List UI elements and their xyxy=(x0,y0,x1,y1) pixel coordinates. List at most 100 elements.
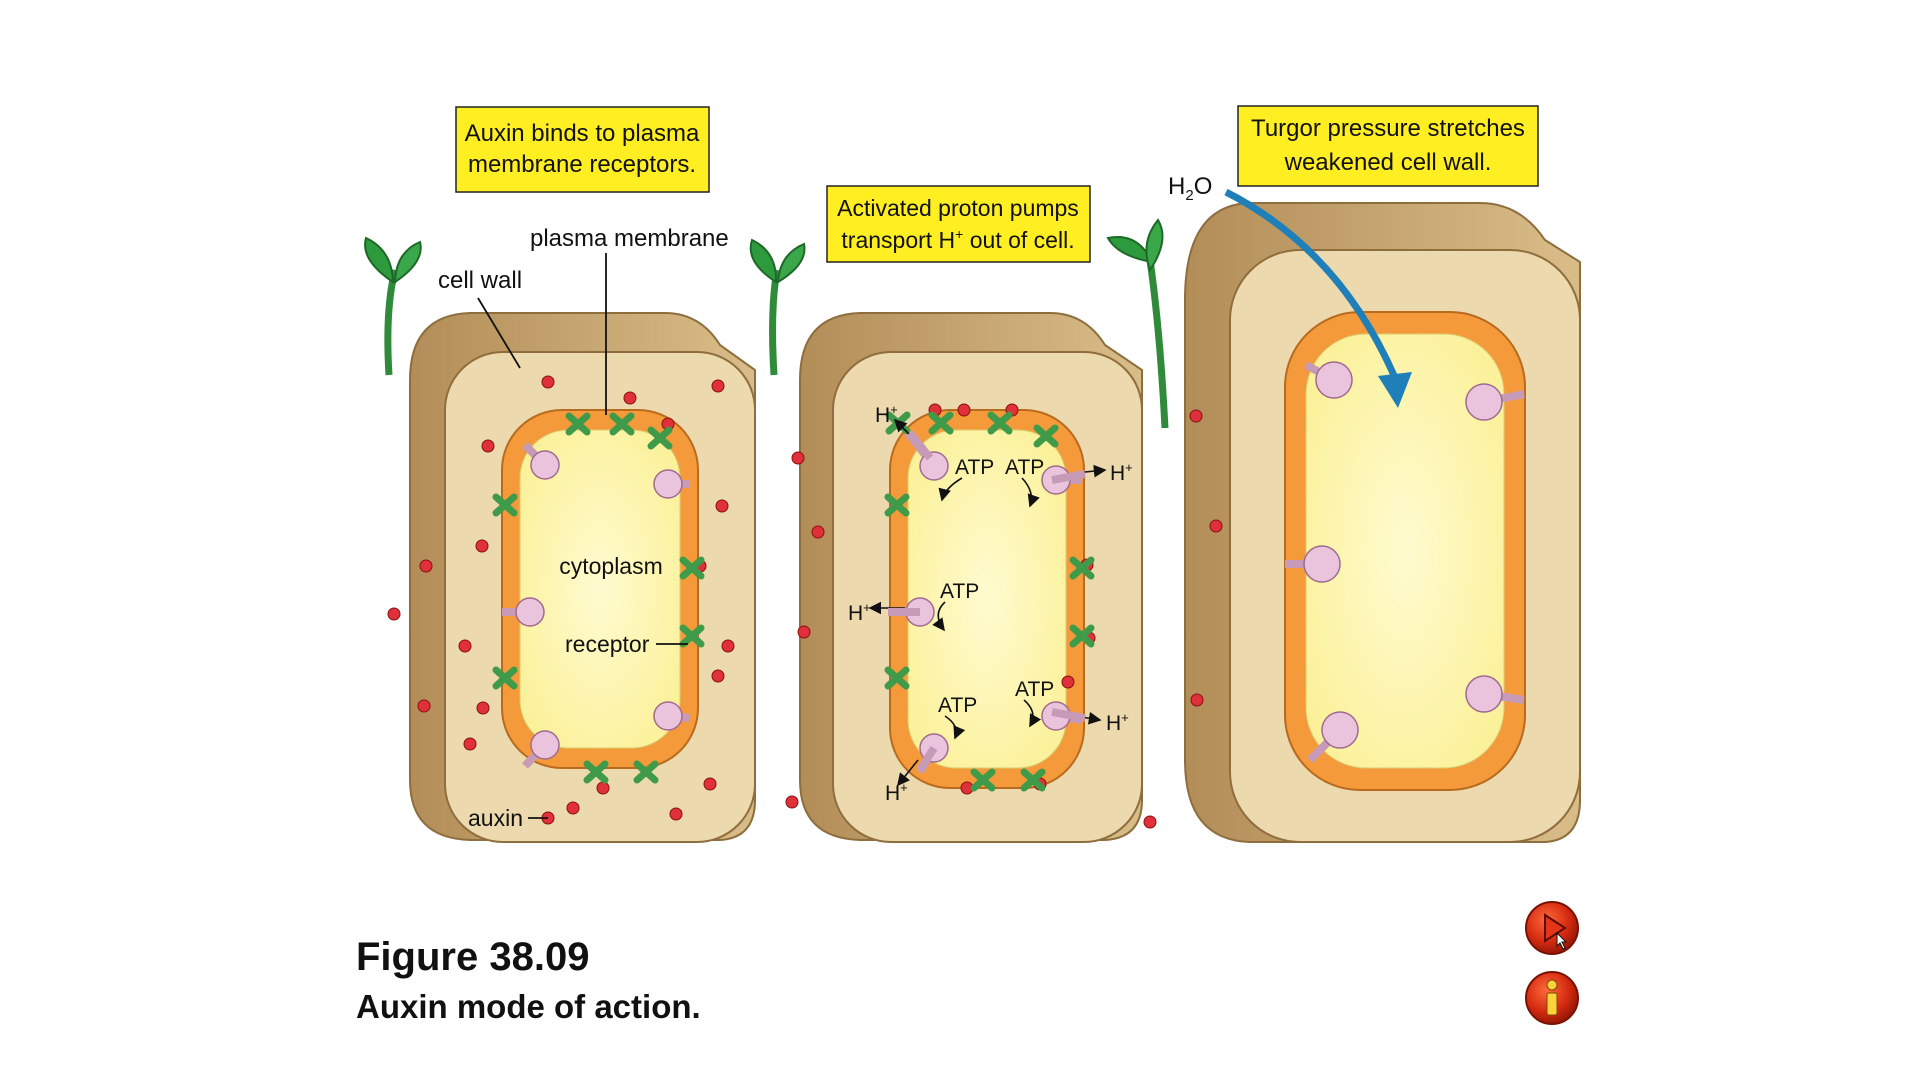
proton-pump-shape xyxy=(928,411,954,435)
proton-pump-shape xyxy=(1069,624,1095,648)
proton-pump-shape xyxy=(565,412,591,436)
auxin-molecule xyxy=(623,391,637,405)
label-cytoplasm: cytoplasm xyxy=(559,553,663,579)
proton-pump-shape xyxy=(633,760,659,784)
proton-pump-shape xyxy=(647,426,673,450)
proton-label: H+ xyxy=(875,402,898,427)
auxin-molecule xyxy=(811,525,825,539)
auxin-molecule xyxy=(703,777,717,791)
proton-pump-shape xyxy=(884,666,910,690)
figure-number: Figure 38.09 xyxy=(356,935,590,979)
proton-pump-shape xyxy=(679,556,705,580)
proton-pumps xyxy=(492,411,1095,792)
proton-label: H+ xyxy=(848,600,871,625)
auxin-molecule xyxy=(475,539,489,553)
label-cell-wall: cell wall xyxy=(438,267,522,294)
receptor xyxy=(530,730,560,760)
auxin-molecule xyxy=(481,439,495,453)
receptor xyxy=(653,469,683,499)
proton-pump xyxy=(565,412,591,436)
receptor xyxy=(1315,361,1353,399)
auxin-molecule xyxy=(1189,409,1203,423)
figure-title: Auxin mode of action. xyxy=(356,988,701,1025)
auxin-molecule xyxy=(387,607,401,621)
proton-pump xyxy=(884,666,910,690)
panel-1-cell xyxy=(364,236,756,843)
auxin-molecule xyxy=(1143,815,1157,829)
auxin-molecule xyxy=(596,781,610,795)
play-button[interactable] xyxy=(1524,900,1580,956)
auxin-molecule xyxy=(791,451,805,465)
label-auxin: auxin xyxy=(468,805,523,831)
info-button[interactable] xyxy=(1524,970,1580,1026)
receptor xyxy=(653,701,683,731)
auxin-molecule xyxy=(721,639,735,653)
atp-label: ATP xyxy=(955,456,994,479)
auxin-molecule xyxy=(417,699,431,713)
proton-labels: H+ H+ H+ H+ H+ xyxy=(848,402,1133,805)
proton-pump-shape xyxy=(609,412,635,436)
callout-text: Turgor pressure stretches xyxy=(1251,115,1525,142)
proton-pump xyxy=(987,411,1013,435)
atp-label: ATP xyxy=(1005,456,1044,479)
receptor xyxy=(1321,711,1359,749)
proton-pump xyxy=(633,760,659,784)
sprout-icon xyxy=(364,236,422,376)
callout-text: Auxin binds to plasma xyxy=(465,120,700,147)
proton-pump xyxy=(1020,768,1046,792)
sprout-icon xyxy=(749,238,806,376)
proton-pump xyxy=(492,493,518,517)
receptor xyxy=(530,450,560,480)
receptor xyxy=(1465,383,1503,421)
proton-pump xyxy=(583,760,609,784)
proton-pump-shape xyxy=(1020,768,1046,792)
auxin-molecule xyxy=(463,737,477,751)
info-icon xyxy=(1525,971,1579,1025)
atp-label: ATP xyxy=(938,694,977,717)
proton-pump-shape xyxy=(492,493,518,517)
auxin-molecule xyxy=(1209,519,1223,533)
label-plasma-membrane: plasma membrane xyxy=(530,225,729,252)
proton-pump-shape xyxy=(970,768,996,792)
callout-text: transport H+ out of cell. xyxy=(841,226,1074,253)
auxin-molecule xyxy=(957,403,971,417)
auxin-molecule xyxy=(458,639,472,653)
water-label: H2O xyxy=(1168,173,1212,204)
proton-pump xyxy=(647,426,673,450)
callout-panel-2: Activated proton pumps transport H+ out … xyxy=(826,185,1091,263)
auxin-molecule xyxy=(711,669,725,683)
water-influx-arrow xyxy=(1224,188,1400,382)
water-arrowhead xyxy=(1378,372,1412,408)
proton-pump-shape xyxy=(1033,424,1059,448)
figure-caption: Figure 38.09 Auxin mode of action. xyxy=(356,935,701,1026)
proton-pump xyxy=(679,624,705,648)
proton-pump xyxy=(1069,624,1095,648)
proton-pump-shape xyxy=(987,411,1013,435)
proton-pump-shape xyxy=(1069,556,1095,580)
atp-label: ATP xyxy=(940,580,979,603)
proton-pump xyxy=(609,412,635,436)
proton-pump-shape xyxy=(492,666,518,690)
proton-pump-shape xyxy=(884,493,910,517)
receptor xyxy=(1465,675,1503,713)
auxin-molecule xyxy=(419,559,433,573)
callout-text: membrane receptors. xyxy=(468,151,696,178)
proton-pump xyxy=(884,493,910,517)
auxin-molecule xyxy=(1061,675,1075,689)
proton-pump xyxy=(679,556,705,580)
proton-pump xyxy=(1033,424,1059,448)
proton-label: H+ xyxy=(1106,710,1129,735)
callout-panel-1: Auxin binds to plasma membrane receptors… xyxy=(455,106,710,193)
atp-labels: ATP ATP ATP ATP ATP xyxy=(938,456,1054,717)
pump-stalks xyxy=(888,430,1086,773)
receptor xyxy=(515,597,545,627)
proton-label: H+ xyxy=(1110,460,1133,485)
callout-panel-3: Turgor pressure stretches weakened cell … xyxy=(1237,105,1539,187)
auxin-molecule xyxy=(715,499,729,513)
auxin-molecule xyxy=(669,807,683,821)
proton-pump xyxy=(1069,556,1095,580)
leader-line xyxy=(477,297,521,369)
proton-pump-shape xyxy=(679,624,705,648)
receptor xyxy=(1303,545,1341,583)
